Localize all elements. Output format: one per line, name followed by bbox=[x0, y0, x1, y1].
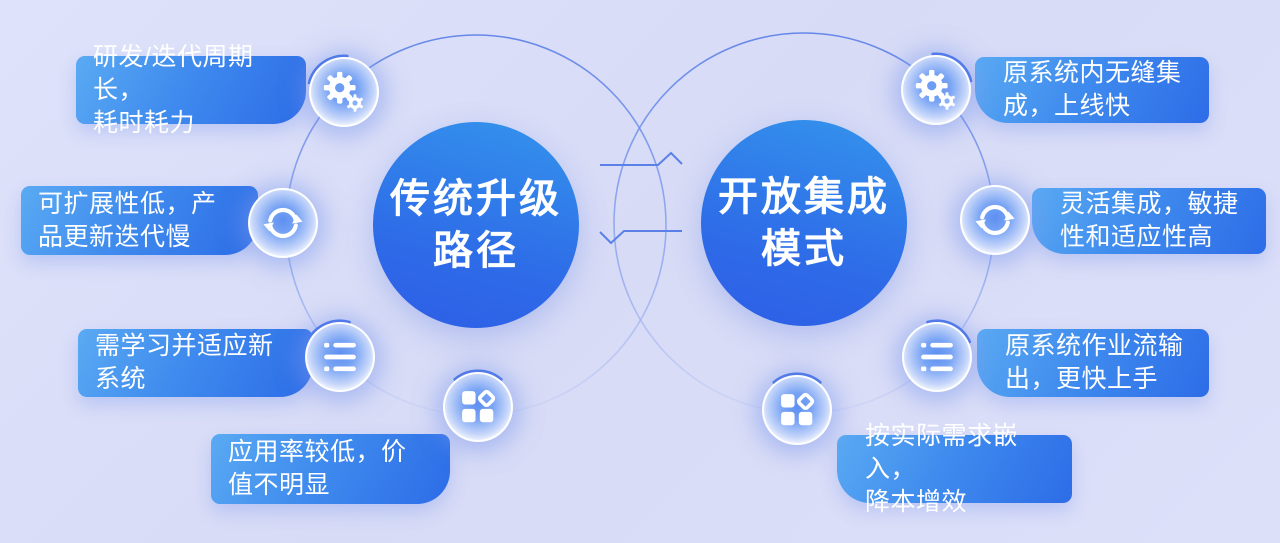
arrow-right-icon bbox=[600, 151, 683, 166]
right-gear-bubble bbox=[901, 55, 971, 125]
list-icon bbox=[324, 342, 356, 372]
list-icon bbox=[921, 342, 953, 372]
left-title-line1: 传统升级 bbox=[390, 177, 562, 221]
left-title-line2: 路径 bbox=[433, 229, 519, 273]
left-label-adoption: 应用率较低，价 值不明显 bbox=[211, 434, 450, 504]
right-sync-bubble bbox=[960, 185, 1030, 255]
right-list-bubble bbox=[902, 322, 972, 392]
left-label-learning: 需学习并适应新 系统 bbox=[78, 329, 313, 397]
right-label-workflow: 原系统作业流输 出，更快上手 bbox=[977, 329, 1209, 397]
left-sync-bubble bbox=[248, 188, 318, 258]
right-mode-title: 开放集成 模式 bbox=[718, 171, 890, 275]
right-mode-circle: 开放集成 模式 bbox=[701, 120, 907, 326]
right-label-seamless: 原系统内无缝集 成，上线快 bbox=[975, 57, 1209, 123]
arrow-left-icon bbox=[599, 230, 682, 245]
grid-icon bbox=[781, 392, 815, 426]
left-mode-circle: 传统升级 路径 bbox=[373, 122, 579, 328]
grid-icon bbox=[462, 389, 496, 423]
left-label-scalability: 可扩展性低，产 品更新迭代慢 bbox=[21, 186, 258, 255]
sync-icon bbox=[263, 207, 303, 239]
gear-icon bbox=[323, 71, 363, 112]
right-title-line2: 模式 bbox=[761, 227, 847, 271]
right-label-flexible: 灵活集成，敏捷 性和适应性高 bbox=[1032, 188, 1266, 254]
right-grid-bubble bbox=[762, 375, 832, 445]
left-gear-bubble bbox=[309, 57, 379, 127]
sync-icon bbox=[975, 204, 1015, 236]
left-list-bubble bbox=[305, 322, 375, 392]
exchange-arrows bbox=[599, 151, 683, 245]
right-title-line1: 开放集成 bbox=[718, 175, 890, 219]
left-label-rd-cycle: 研发/迭代周期长， 耗时耗力 bbox=[76, 43, 306, 137]
left-mode-title: 传统升级 路径 bbox=[390, 173, 562, 277]
left-grid-bubble bbox=[443, 372, 513, 442]
gear-icon bbox=[915, 69, 955, 110]
right-label-embed: 按实际需求嵌入， 降本增效 bbox=[837, 422, 1072, 516]
